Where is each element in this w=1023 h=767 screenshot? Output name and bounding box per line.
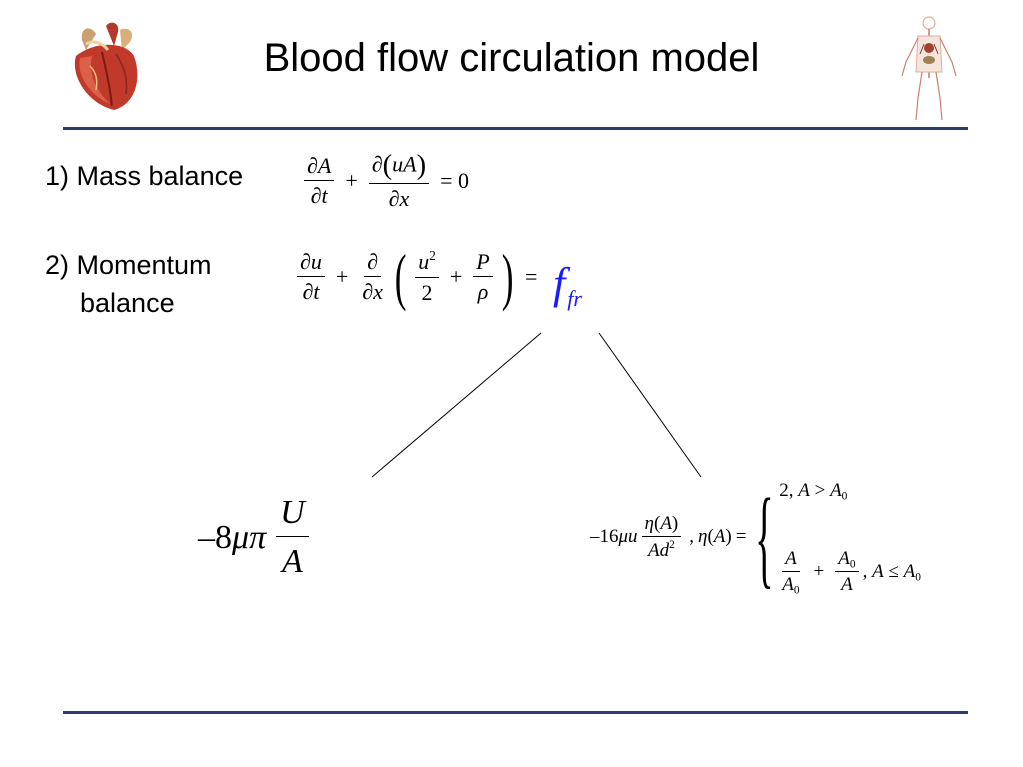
footer-divider (63, 711, 968, 714)
heart-icon (74, 22, 138, 110)
friction-term-main: f (553, 259, 566, 308)
momentum-balance-label-line2: balance (80, 288, 175, 318)
branch-line-right (598, 332, 702, 478)
friction-term: ffr (553, 258, 582, 311)
mass-balance-equation: ∂A ∂t + ∂(uA) ∂x = 0 (300, 150, 476, 212)
title-divider (63, 127, 968, 130)
slide-title: Blood flow circulation model (263, 36, 760, 80)
momentum-balance-equation: ∂u ∂t + ∂ ∂x ( u2 2 + P ρ ) = (293, 245, 544, 309)
mass-balance-label: 1) Mass balance (45, 161, 244, 191)
human-circulatory-system-icon (901, 16, 957, 121)
branch-line-left (371, 332, 542, 478)
friction-term-sub: fr (567, 286, 582, 311)
momentum-balance-label-line1: 2) Momentum (45, 250, 212, 280)
